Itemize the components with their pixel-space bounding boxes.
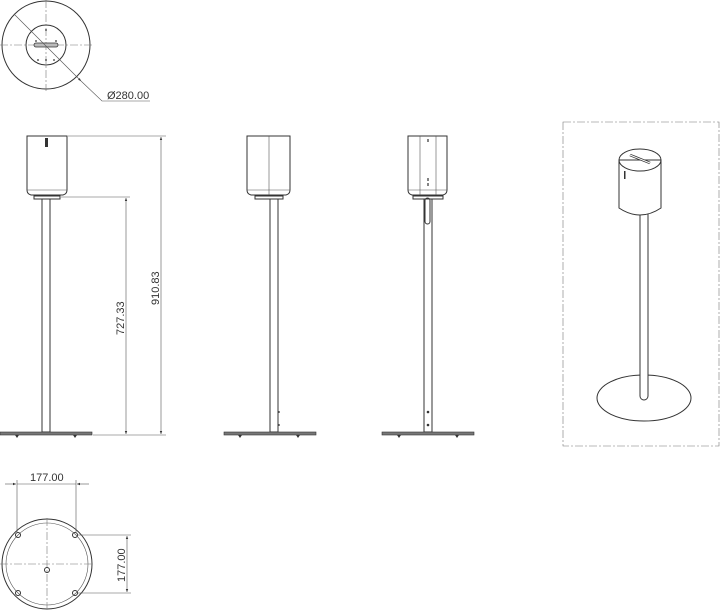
speaker-logo: [45, 138, 48, 147]
mount-slot: [33, 42, 59, 48]
rear-view: [381, 135, 475, 438]
isometric-view: [562, 121, 720, 447]
overall-height-dimension: 910.83: [150, 271, 162, 305]
top-view: Ø280.00: [0, 0, 150, 102]
diameter-leader: [13, 13, 82, 82]
hole-spacing-y-dimension: 177.00: [116, 548, 128, 582]
base-diameter-dimension: Ø280.00: [107, 90, 149, 102]
bottom-view: 177.00 177.00: [0, 472, 131, 610]
side-view: [223, 135, 317, 438]
cable-slot: [424, 197, 431, 225]
front-view: 910.83 727.33: [0, 135, 166, 438]
hole-spacing-x-dimension: 177.00: [30, 472, 64, 484]
stand-height-dimension: 727.33: [115, 301, 127, 335]
